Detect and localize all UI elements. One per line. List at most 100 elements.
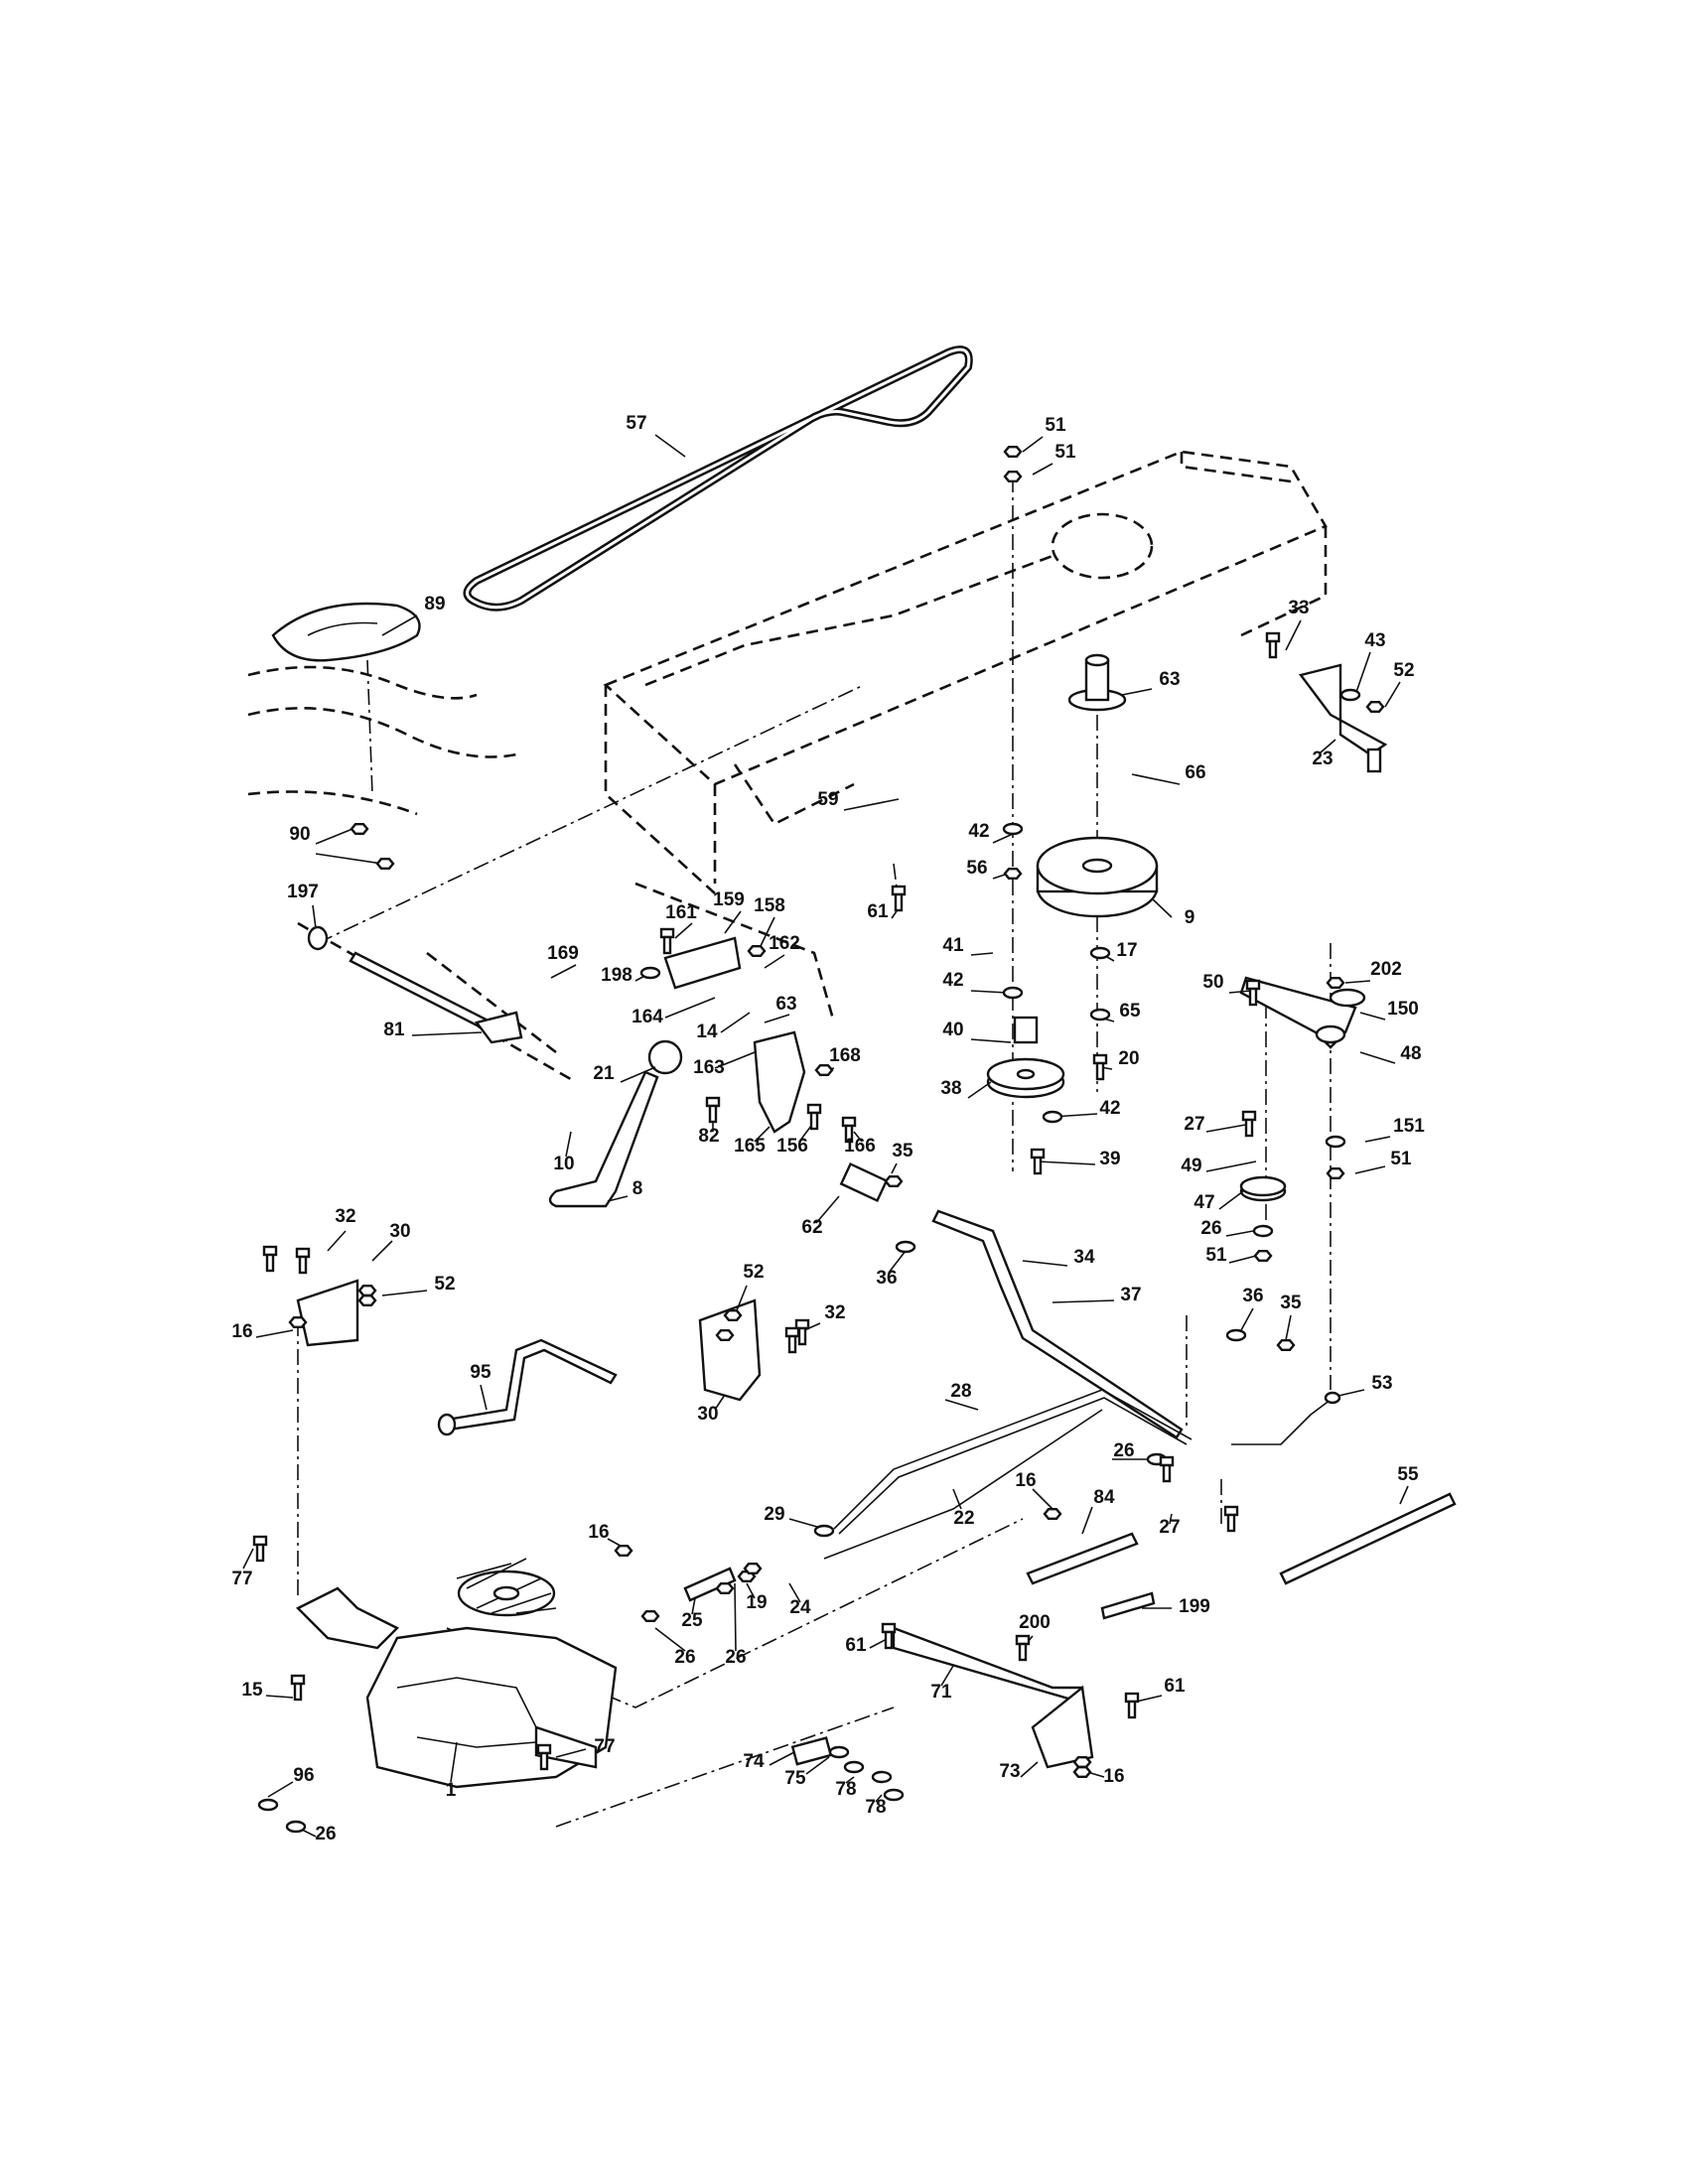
leader-line (654, 434, 686, 458)
chassis-frame (247, 450, 1328, 1084)
callout-74: 74 (743, 1751, 765, 1772)
callout-151: 151 (1393, 1116, 1425, 1137)
callout-62: 62 (801, 1217, 822, 1238)
shift-lever (548, 1039, 683, 1208)
callout-169: 169 (547, 943, 579, 964)
bolt-icon (881, 1622, 897, 1650)
leader-line (1225, 1230, 1254, 1237)
callout-165: 165 (734, 1136, 766, 1157)
bolt-icon (806, 1103, 822, 1131)
spring-55 (1279, 1492, 1457, 1585)
leader-line (242, 1548, 254, 1570)
leader-line (327, 1230, 347, 1252)
callout-16: 16 (231, 1321, 252, 1342)
leader-line (891, 1162, 898, 1174)
callout-27: 27 (1159, 1517, 1180, 1538)
callout-8: 8 (632, 1178, 643, 1199)
callout-200: 200 (1019, 1612, 1051, 1633)
leader-line (312, 904, 317, 929)
callout-77: 77 (594, 1736, 615, 1757)
callout-71: 71 (930, 1682, 952, 1703)
callout-35: 35 (1280, 1293, 1302, 1313)
rod-53 (1231, 1391, 1341, 1445)
washer-icon (1089, 946, 1111, 960)
callout-63: 63 (1159, 669, 1180, 690)
washer-icon (1225, 1328, 1247, 1342)
callout-56: 56 (966, 858, 987, 879)
callout-158: 158 (754, 895, 785, 916)
leader-line (754, 1126, 771, 1143)
washer-icon (1252, 1224, 1274, 1238)
callout-39: 39 (1099, 1149, 1120, 1169)
callout-61: 61 (1164, 1676, 1186, 1697)
idler-bracket (1239, 976, 1366, 1049)
rod-34 (839, 1161, 1184, 1439)
leader-line (769, 1751, 795, 1766)
leader-line (265, 1695, 294, 1699)
callout-66: 66 (1185, 762, 1205, 783)
nut-icon (1365, 701, 1385, 713)
rod-95 (437, 1338, 618, 1436)
leader-line (315, 828, 353, 845)
callout-42: 42 (942, 970, 963, 991)
callout-163: 163 (693, 1057, 725, 1078)
callout-84: 84 (1093, 1487, 1115, 1508)
bracket-71 (892, 1626, 1094, 1769)
callout-59: 59 (817, 789, 838, 810)
callout-166: 166 (844, 1136, 876, 1157)
nut-icon (814, 1063, 834, 1077)
callout-24: 24 (789, 1597, 811, 1618)
callout-90: 90 (289, 824, 310, 845)
leader-line (664, 997, 716, 1019)
leader-line (555, 1748, 587, 1758)
callout-15: 15 (241, 1680, 263, 1701)
callout-16: 16 (1103, 1766, 1124, 1787)
callout-32: 32 (824, 1302, 845, 1323)
leader-line (1384, 681, 1401, 708)
leader-line (381, 1290, 428, 1297)
leader-line (1359, 1051, 1396, 1064)
engine-pulley (1067, 653, 1127, 712)
callout-9: 9 (1185, 907, 1195, 928)
callout-26: 26 (315, 1824, 336, 1844)
callout-52: 52 (1393, 660, 1414, 681)
callout-51: 51 (1045, 415, 1066, 436)
callout-51: 51 (1390, 1149, 1412, 1169)
cable-22 (823, 1409, 1103, 1560)
callout-26: 26 (1200, 1218, 1221, 1239)
callout-75: 75 (784, 1768, 806, 1789)
callout-26: 26 (674, 1647, 695, 1668)
bolt-icon (841, 1116, 857, 1144)
bolt-icon (1265, 631, 1281, 659)
washer-icon (813, 1524, 835, 1538)
callout-197: 197 (287, 882, 319, 902)
idler-pulley-right (1239, 1175, 1287, 1202)
callout-35: 35 (892, 1141, 913, 1161)
nut-icon (1326, 1166, 1345, 1180)
leader-line (970, 952, 994, 956)
callout-50: 50 (1202, 972, 1223, 993)
fastener-parts (252, 446, 1385, 1834)
callout-30: 30 (389, 1221, 410, 1242)
callout-63: 63 (775, 994, 796, 1015)
leader-line (1151, 897, 1173, 918)
bolt-icon (1223, 1505, 1239, 1533)
callout-51: 51 (1054, 442, 1076, 463)
nut-icon (1072, 1755, 1092, 1769)
callout-19: 19 (746, 1592, 767, 1613)
leader-line (805, 1756, 830, 1775)
callout-61: 61 (867, 901, 889, 922)
bracket-30-left (296, 1279, 359, 1347)
callout-16: 16 (1015, 1470, 1036, 1491)
callout-1: 1 (446, 1780, 457, 1801)
leader-line (1032, 1488, 1053, 1510)
leader-line (255, 1329, 294, 1338)
rod-28 (833, 1389, 1193, 1535)
nut-icon (743, 1562, 763, 1575)
callout-78: 78 (865, 1797, 886, 1818)
bolt-icon (1241, 1110, 1257, 1138)
callout-82: 82 (698, 1126, 719, 1147)
callout-162: 162 (769, 933, 800, 954)
callout-81: 81 (383, 1020, 405, 1040)
